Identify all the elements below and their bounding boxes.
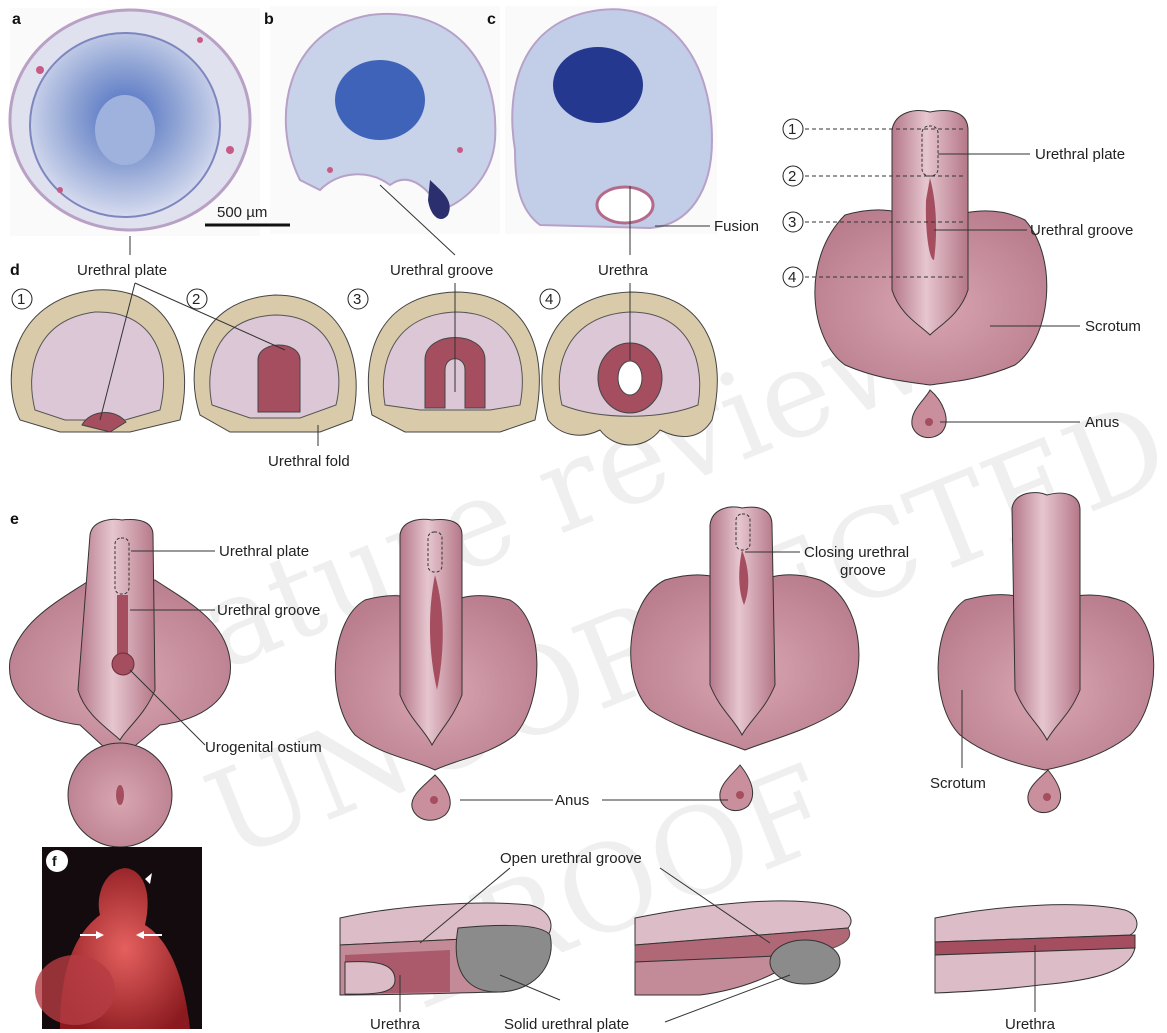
solid-plate-label: Solid urethral plate (504, 1016, 629, 1033)
section-4-marker: 4 (545, 291, 553, 308)
right-section-2: 2 (788, 168, 796, 185)
scrotum-label-e: Scrotum (930, 775, 986, 792)
anus-label-tr: Anus (1085, 414, 1119, 431)
histology-panel-b (270, 6, 500, 234)
urethra-label-right: Urethra (1005, 1016, 1056, 1033)
cross-section-1 (11, 290, 184, 432)
right-section-4: 4 (788, 269, 796, 286)
lateral-view-2 (635, 901, 851, 995)
closing-groove-label-1: Closing urethral (804, 544, 909, 561)
right-section-1: 1 (788, 121, 796, 138)
urethral-plate-label-tr: Urethral plate (1035, 146, 1125, 163)
panel-label-c: c (487, 11, 496, 28)
lateral-view-1 (340, 903, 551, 995)
anus-label-e: Anus (555, 792, 589, 809)
urethral-plate-label-d: Urethral plate (77, 262, 167, 279)
urogenital-ostium-label: Urogenital ostium (205, 739, 322, 756)
histology-panel-a (10, 8, 260, 236)
histology-panel-c (505, 6, 717, 234)
urethral-groove-label-e: Urethral groove (217, 602, 320, 619)
open-groove-label: Open urethral groove (500, 850, 642, 867)
panel-label-b: b (264, 11, 274, 28)
urethra-label-d: Urethra (598, 262, 649, 279)
urethral-groove-label-tr: Urethral groove (1030, 222, 1133, 239)
panel-label-e: e (10, 511, 19, 528)
closing-groove-label-2: groove (840, 562, 886, 579)
section-2-marker: 2 (192, 291, 200, 308)
scale-bar-label: 500 µm (217, 204, 267, 221)
urethra-label-left: Urethra (370, 1016, 421, 1033)
right-section-3: 3 (788, 214, 796, 231)
urethral-fold-label: Urethral fold (268, 453, 350, 470)
section-1-marker: 1 (17, 291, 25, 308)
lateral-view-3 (935, 905, 1137, 993)
panel-label-d: d (10, 262, 20, 279)
section-3-marker: 3 (353, 291, 361, 308)
photo-panel-f (35, 847, 202, 1029)
panel-label-f: f (52, 853, 57, 869)
cross-section-2 (194, 295, 356, 432)
urethral-plate-label-e: Urethral plate (219, 543, 309, 560)
fusion-label: Fusion (714, 218, 759, 235)
scrotum-label-tr: Scrotum (1085, 318, 1141, 335)
urethral-groove-label-d: Urethral groove (390, 262, 493, 279)
cross-section-3 (368, 292, 539, 432)
panel-label-a: a (12, 11, 21, 28)
